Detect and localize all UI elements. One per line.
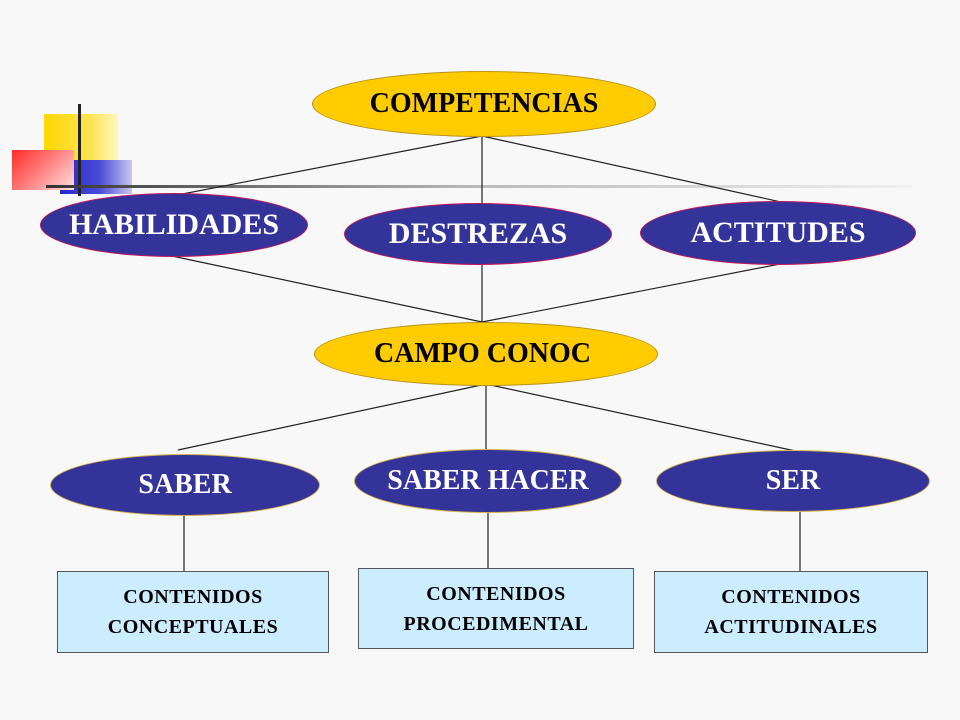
contenidos-actitudinales-box: CONTENIDOS ACTITUDINALES <box>654 571 928 653</box>
campo-conoc-label: CAMPO CONOC. <box>374 338 598 369</box>
saber-hacer-node: SABER HACER <box>354 449 622 513</box>
destrezas-node: DESTREZAS <box>344 203 612 265</box>
box1-line2: CONCEPTUALES <box>107 616 279 638</box>
header-rule <box>46 185 912 188</box>
link-root-habilidades <box>171 135 483 197</box>
ser-label: SER <box>765 465 821 496</box>
link-campo-saber <box>177 383 487 451</box>
box1-line1: CONTENIDOS <box>123 586 263 608</box>
box3-line2: ACTITUDINALES <box>704 616 878 638</box>
campo-conoc-node: CAMPO CONOC. <box>314 322 658 386</box>
box3-line1: CONTENIDOS <box>721 586 861 608</box>
box2-line2: PROCEDIMENTAL <box>403 612 589 635</box>
contenidos-conceptuales-box: CONTENIDOS CONCEPTUALES <box>57 571 329 653</box>
actitudes-label: ACTITUDES <box>690 216 866 249</box>
destrezas-label: DESTREZAS <box>388 217 568 250</box>
saber-node: SABER <box>50 454 320 516</box>
competencias-label: COMPETENCIAS <box>369 88 599 119</box>
link-actitudes-campo <box>481 261 791 323</box>
campo-conoc-dot: . <box>590 338 598 369</box>
deco-red-square <box>12 150 74 190</box>
link-root-actitudes <box>481 135 791 205</box>
contenidos-procedimental-box: CONTENIDOS PROCEDIMENTAL <box>358 568 634 649</box>
saber-hacer-label: SABER HACER <box>387 465 589 496</box>
habilidades-node: HABILIDADES <box>40 193 308 257</box>
saber-label: SABER <box>138 469 232 500</box>
link-habilidades-campo <box>171 255 483 323</box>
link-campo-ser <box>485 383 801 453</box>
box2-line1: CONTENIDOS <box>426 582 566 605</box>
habilidades-label: HABILIDADES <box>68 208 280 241</box>
ser-node: SER <box>656 450 930 512</box>
corner-decoration <box>0 0 140 200</box>
competencias-node: COMPETENCIAS <box>312 71 656 137</box>
deco-vertical-line <box>78 104 81 196</box>
actitudes-node: ACTITUDES <box>640 201 916 265</box>
